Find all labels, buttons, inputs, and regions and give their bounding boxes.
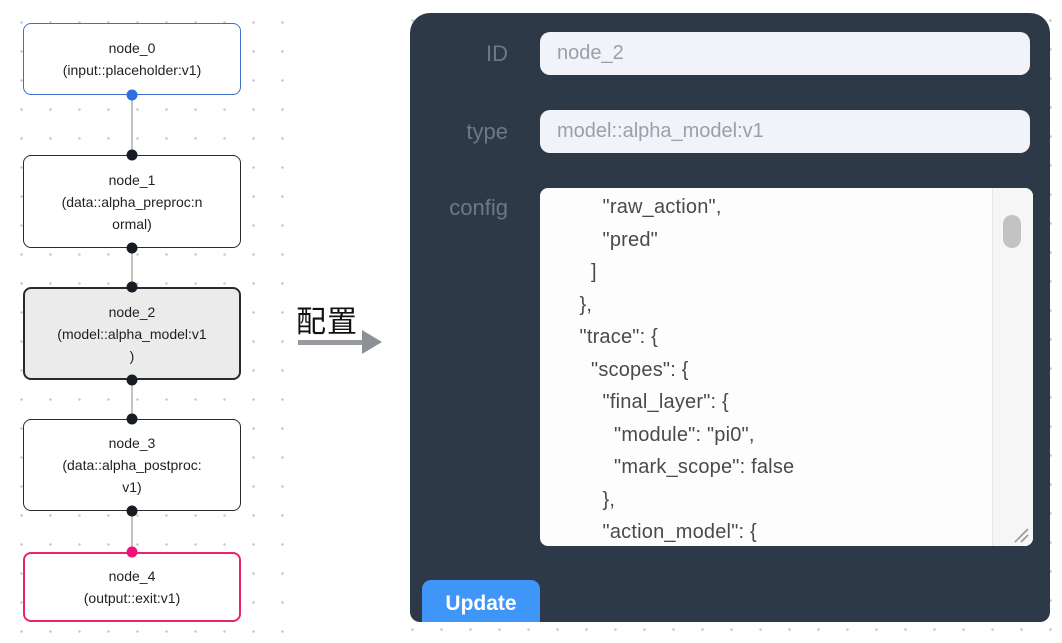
flow-node-node_4[interactable]: node_4 (output::exit:v1) — [23, 552, 241, 622]
id-input[interactable] — [540, 32, 1030, 75]
type-field-label: type — [466, 119, 508, 144]
configure-label: 配置 — [296, 306, 358, 339]
config-json-text: "raw_action", "pred" ] }, "trace": { "sc… — [579, 196, 795, 543]
flow-node-node_1[interactable]: node_1 (data::alpha_preproc:n ormal) — [23, 155, 241, 248]
config-field-label: config — [449, 195, 508, 220]
port-node2-in[interactable] — [126, 281, 138, 293]
scrollbar-track[interactable] — [992, 188, 1033, 546]
flow-node-node_2-selected[interactable]: node_2 (model::alpha_model:v1 ) — [23, 287, 241, 380]
flow-node-node_3[interactable]: node_3 (data::alpha_postproc: v1) — [23, 419, 241, 511]
port-node0-out[interactable] — [126, 89, 138, 101]
node-config-panel: ID type config "raw_action", "pred" ] },… — [410, 13, 1050, 622]
port-node1-in[interactable] — [126, 149, 138, 161]
port-node4-in[interactable] — [126, 546, 138, 558]
port-node3-out[interactable] — [126, 505, 138, 517]
port-node1-out[interactable] — [126, 242, 138, 254]
port-node3-in[interactable] — [126, 413, 138, 425]
update-button[interactable]: Update — [422, 580, 540, 622]
edge-node2-node3 — [131, 380, 133, 419]
edge-node3-node4 — [131, 511, 133, 552]
flow-node-node_0[interactable]: node_0 (input::placeholder:v1) — [23, 23, 241, 95]
port-node2-out[interactable] — [126, 374, 138, 386]
id-field-label: ID — [486, 41, 508, 66]
right-arrow-icon — [298, 340, 364, 345]
edge-node1-node2 — [131, 248, 133, 287]
config-textarea[interactable]: "raw_action", "pred" ] }, "trace": { "sc… — [540, 188, 1033, 546]
right-arrow-head-icon — [362, 330, 382, 354]
edge-node0-node1 — [131, 95, 133, 155]
type-input[interactable] — [540, 110, 1030, 153]
resize-handle-icon[interactable] — [1013, 527, 1029, 543]
scrollbar-thumb[interactable] — [1003, 215, 1021, 248]
